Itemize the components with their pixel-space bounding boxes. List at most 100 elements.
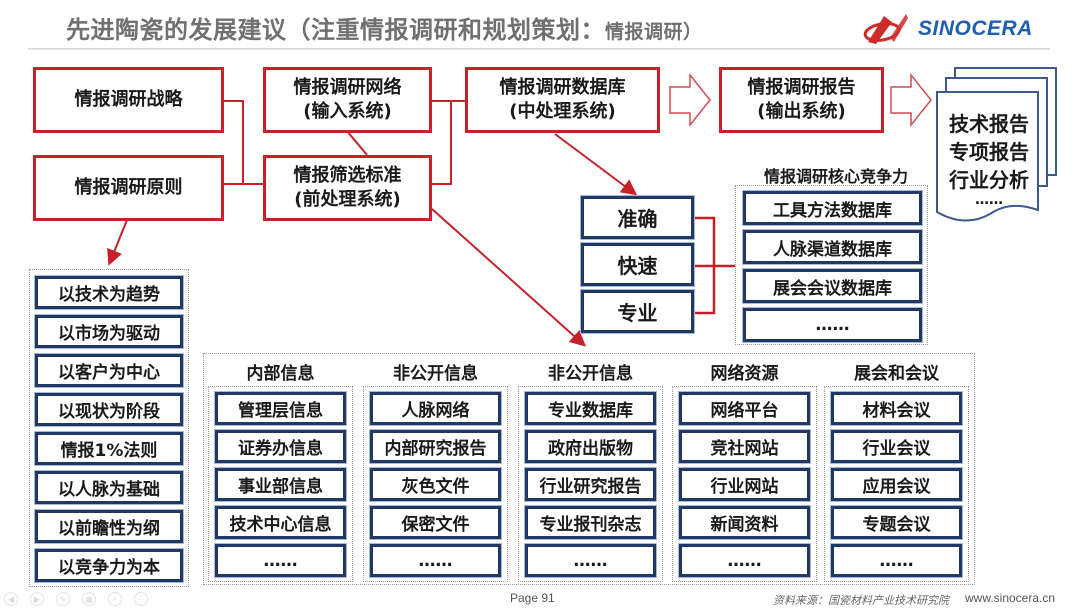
output-item: 行业分析 — [949, 168, 1029, 192]
source-item: …… — [370, 544, 501, 577]
more-control[interactable]: ⋯ — [134, 592, 148, 606]
quality-label: 准确 — [617, 207, 658, 231]
core-item-label: 工具方法数据库 — [773, 200, 892, 221]
connector-filter-db — [432, 100, 465, 185]
website-url: www.sinocera.cn — [965, 591, 1056, 605]
source-item-label: 事业部信息 — [238, 477, 323, 497]
principle-item-label: 以现状为阶段 — [58, 402, 160, 422]
principle-box: 情报调研原则 — [33, 155, 224, 221]
source-item-label: 技术中心信息 — [229, 515, 332, 535]
quality-label: 快速 — [617, 254, 658, 278]
source-item-label: 政府出版物 — [548, 439, 633, 459]
strategy-box: 情报调研战略 — [33, 67, 224, 133]
source-column-title: 展会和会议 — [854, 364, 939, 384]
source-item-label: …… — [573, 550, 608, 571]
filter-box: 情报筛选标准 (前处理系统) — [263, 155, 432, 221]
source-item-label: 内部研究报告 — [384, 439, 487, 459]
source-item-label: 应用会议 — [862, 477, 931, 497]
source-item: …… — [831, 544, 962, 577]
arrow-filter-to-sources — [431, 208, 586, 347]
grid-control[interactable]: ▦ — [82, 592, 96, 606]
source-item: …… — [215, 544, 346, 577]
slide-title: 先进陶瓷的发展建议（注重情报调研和规划策划：情报调研） — [66, 10, 703, 45]
report-stack-icon — [936, 67, 1057, 222]
title-divider — [28, 48, 1050, 50]
source-item: 应用会议 — [831, 468, 962, 501]
report-box: 情报调研报告 (输出系统) — [719, 67, 884, 133]
network-box: 情报调研网络 (输入系统) — [263, 67, 432, 133]
sinocera-swoosh-icon — [863, 14, 908, 44]
source-item: 行业研究报告 — [525, 468, 656, 501]
source-item-label: …… — [263, 550, 298, 571]
source-column-title: 网络资源 — [710, 364, 779, 384]
principle-item: 以市场为驱动 — [35, 315, 183, 348]
filter-sublabel: (前处理系统) — [294, 189, 401, 210]
output-item: 技术报告 — [949, 112, 1029, 136]
page-number: Page 91 — [510, 591, 555, 605]
network-label: 情报调研网络 — [293, 77, 402, 98]
source-item: 保密文件 — [370, 506, 501, 539]
slide-play-control[interactable]: ▶ — [30, 592, 44, 606]
principle-item: 以竞争力为本 — [35, 549, 183, 582]
core-item: 展会会议数据库 — [743, 269, 922, 303]
core-item-label: 人脉渠道数据库 — [773, 239, 892, 260]
source-item: 行业网站 — [679, 468, 810, 501]
source-item: 事业部信息 — [215, 468, 346, 501]
source-item-label: 灰色文件 — [401, 477, 470, 497]
principle-item: 情报1%法则 — [35, 432, 183, 465]
source-item-label: 行业会议 — [862, 439, 931, 459]
core-item: 工具方法数据库 — [743, 191, 922, 225]
quality-fast: 快速 — [581, 243, 694, 286]
source-item-label: …… — [418, 550, 453, 571]
report-label: 情报调研报告 — [747, 77, 856, 98]
outputs-more: …… — [975, 192, 1003, 208]
sinocera-logo: SINOCERA — [862, 12, 1052, 46]
source-item-label: 保密文件 — [401, 515, 470, 535]
principle-item-label: 以人脉为基础 — [58, 480, 160, 500]
source-item: 内部研究报告 — [370, 430, 501, 463]
source-item: 人脉网络 — [370, 392, 501, 425]
core-item-label: 展会会议数据库 — [773, 278, 892, 299]
arrow-db-to-qualities — [554, 133, 638, 196]
source-item: 技术中心信息 — [215, 506, 346, 539]
source-item-label: 行业研究报告 — [539, 477, 642, 497]
outputs-list: 技术报告 专项报告 行业分析 — [944, 110, 1034, 194]
database-sublabel: (中处理系统) — [509, 101, 616, 122]
principle-item: 以客户为中心 — [35, 354, 183, 387]
source-item-label: …… — [879, 550, 914, 571]
source-note: 资料来源：国瓷材料产业技术研究院 — [773, 594, 949, 607]
source-item: 材料会议 — [831, 392, 962, 425]
source-item-label: 专业报刊杂志 — [539, 515, 642, 535]
zoom-control[interactable]: ⌕ — [108, 592, 122, 606]
source-item: …… — [679, 544, 810, 577]
core-item: …… — [743, 308, 922, 342]
source-item-label: 管理层信息 — [238, 401, 323, 421]
source-item: 专题会议 — [831, 506, 962, 539]
principle-item: 以技术为趋势 — [35, 276, 183, 309]
principle-item: 以前瞻性为纲 — [35, 510, 183, 543]
database-label: 情报调研数据库 — [499, 77, 626, 98]
source-item-label: 证券办信息 — [238, 439, 323, 459]
principle-item-label: 情报1%法则 — [60, 441, 158, 461]
pen-control[interactable]: ✎ — [56, 592, 70, 606]
quality-accurate: 准确 — [581, 196, 694, 239]
slide-prev-control[interactable]: ◀ — [4, 592, 18, 606]
source-item: 竞社网站 — [679, 430, 810, 463]
source-item-label: 专业数据库 — [548, 401, 633, 421]
source-column-title: 非公开信息 — [393, 364, 478, 384]
output-item: 专项报告 — [949, 140, 1029, 164]
source-item-label: …… — [727, 550, 762, 571]
principle-item: 以人脉为基础 — [35, 471, 183, 504]
core-item: 人脉渠道数据库 — [743, 230, 922, 264]
source-item: 新闻资料 — [679, 506, 810, 539]
source-column-title: 内部信息 — [246, 364, 315, 384]
source-item: 灰色文件 — [370, 468, 501, 501]
slide-title-sub: 情报调研） — [605, 21, 703, 43]
principle-label: 情报调研原则 — [74, 177, 183, 198]
source-item: 专业数据库 — [525, 392, 656, 425]
source-item-label: 专题会议 — [862, 515, 931, 535]
source-item: 政府出版物 — [525, 430, 656, 463]
core-item-label: …… — [815, 315, 850, 335]
block-arrow-report-to-outputs — [890, 72, 932, 128]
source-column-title: 非公开信息 — [548, 364, 633, 384]
